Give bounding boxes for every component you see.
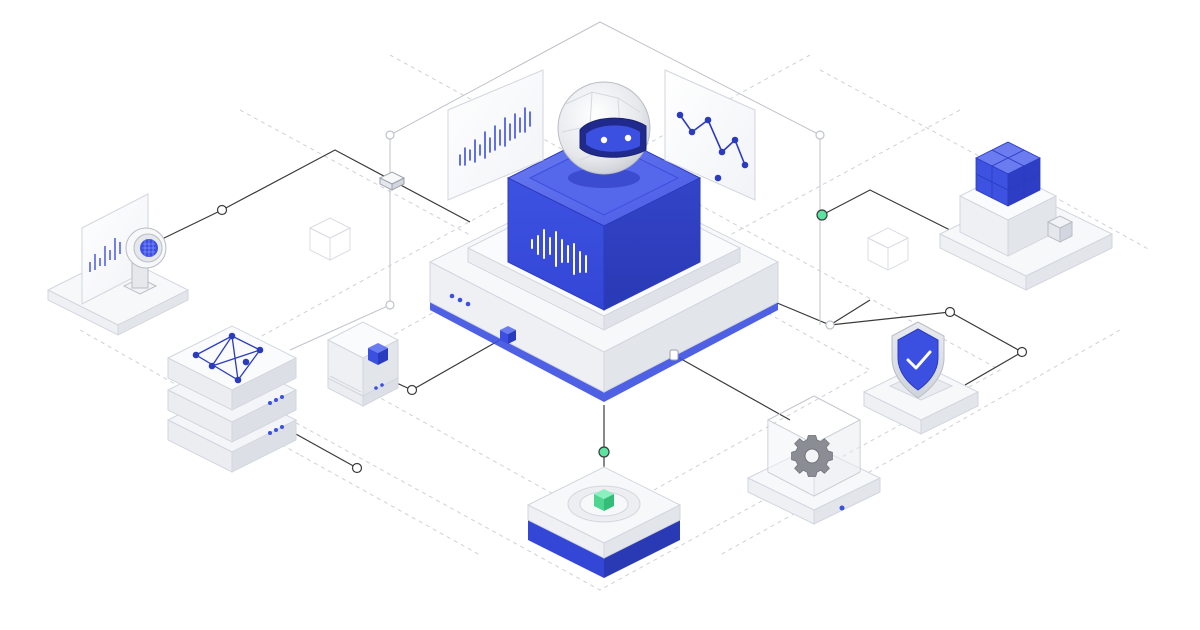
ghost-cubes	[308, 217, 910, 271]
small-server-node	[326, 321, 400, 407]
connector-node	[385, 300, 395, 310]
connector-node-active	[598, 446, 610, 458]
connector-lines-light	[289, 21, 821, 351]
hub-blue-port	[500, 326, 516, 344]
robot-eye-right	[624, 134, 632, 142]
connector-node	[351, 462, 363, 474]
cube-cluster-node	[938, 141, 1114, 291]
line-graph-panel	[664, 69, 756, 201]
database-stack-node	[166, 325, 298, 473]
waveform-icon	[459, 107, 531, 166]
green-cube-node	[526, 466, 682, 578]
status-dots	[449, 293, 471, 307]
shield-check-icon	[891, 321, 945, 399]
connector-node	[406, 384, 418, 396]
waveform-icon	[89, 238, 121, 272]
connector-nodes	[216, 130, 1028, 474]
small-blue-cube-icon	[368, 343, 388, 365]
network-graph-icon	[192, 332, 264, 384]
connector-node	[216, 204, 228, 216]
connector-node-active	[816, 209, 828, 221]
gear-icon	[791, 435, 833, 477]
connector-lines	[159, 149, 1024, 470]
waveform-icon	[531, 229, 587, 275]
gear-node	[746, 395, 882, 525]
shield-node	[862, 321, 980, 435]
connector-node	[815, 130, 825, 140]
cube-cluster-icon	[975, 141, 1041, 207]
webcam-node	[46, 193, 190, 336]
robot-eye-left	[600, 136, 608, 144]
webcam-icon	[122, 227, 167, 295]
line-graph-icon	[676, 111, 749, 182]
connector-node	[1016, 346, 1028, 358]
hub-port	[669, 349, 679, 361]
central-hub	[428, 81, 780, 402]
line-connector-box	[378, 171, 406, 191]
waveform-panel	[447, 69, 544, 201]
green-cube-icon	[594, 489, 614, 511]
connector-node	[385, 130, 395, 140]
connector-node	[825, 320, 835, 330]
connector-node	[944, 306, 956, 318]
robot-head-icon	[557, 81, 651, 188]
